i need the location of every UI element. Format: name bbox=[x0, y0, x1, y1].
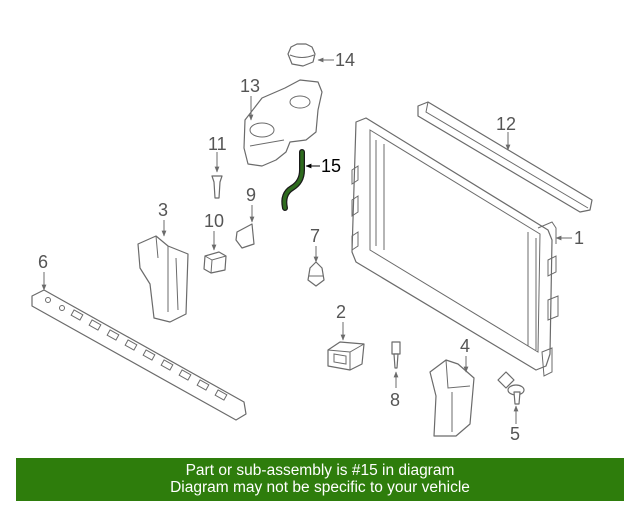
bolt-part: 8 bbox=[390, 341, 401, 410]
bracket-part: 9 bbox=[235, 185, 256, 249]
radiator-part: 1 bbox=[351, 117, 584, 377]
banner-line-1: Part or sub-assembly is #15 in diagram bbox=[185, 462, 455, 479]
callout-15: 15 bbox=[321, 156, 341, 176]
air-guide-left-part: 3 bbox=[137, 200, 189, 323]
callout-10: 10 bbox=[204, 211, 224, 231]
callout-8: 8 bbox=[390, 390, 400, 410]
callout-3: 3 bbox=[158, 200, 168, 220]
washer-bolt-part: 5 bbox=[497, 371, 525, 444]
air-guide-right-part: 4 bbox=[429, 336, 475, 437]
callout-4: 4 bbox=[460, 336, 470, 356]
rubber-block-part: 10 bbox=[203, 211, 227, 274]
expansion-tank-part: 13 bbox=[240, 76, 323, 167]
callout-11: 11 bbox=[208, 134, 227, 154]
banner-line-2: Diagram may not be specific to your vehi… bbox=[170, 479, 470, 496]
callout-12: 12 bbox=[496, 114, 516, 134]
mount-part: 7 bbox=[307, 226, 325, 287]
callout-5: 5 bbox=[510, 424, 520, 444]
callout-14: 14 bbox=[335, 50, 355, 70]
callout-13: 13 bbox=[240, 76, 260, 96]
seal-strip-upper-part: 12 bbox=[417, 101, 593, 213]
seal-strip-lower-part: 6 bbox=[31, 252, 247, 421]
callout-7: 7 bbox=[310, 226, 320, 246]
callout-9: 9 bbox=[246, 185, 256, 205]
coolant-hose-part-15: 15 bbox=[281, 149, 341, 211]
callout-2: 2 bbox=[336, 302, 346, 322]
callout-1: 1 bbox=[574, 228, 584, 248]
block-part: 2 bbox=[327, 302, 365, 371]
reservoir-cap-part: 14 bbox=[287, 43, 355, 70]
fitment-notice-banner: Part or sub-assembly is #15 in diagram D… bbox=[16, 458, 624, 501]
callout-6: 6 bbox=[38, 252, 48, 272]
clip-part: 11 bbox=[208, 134, 227, 199]
